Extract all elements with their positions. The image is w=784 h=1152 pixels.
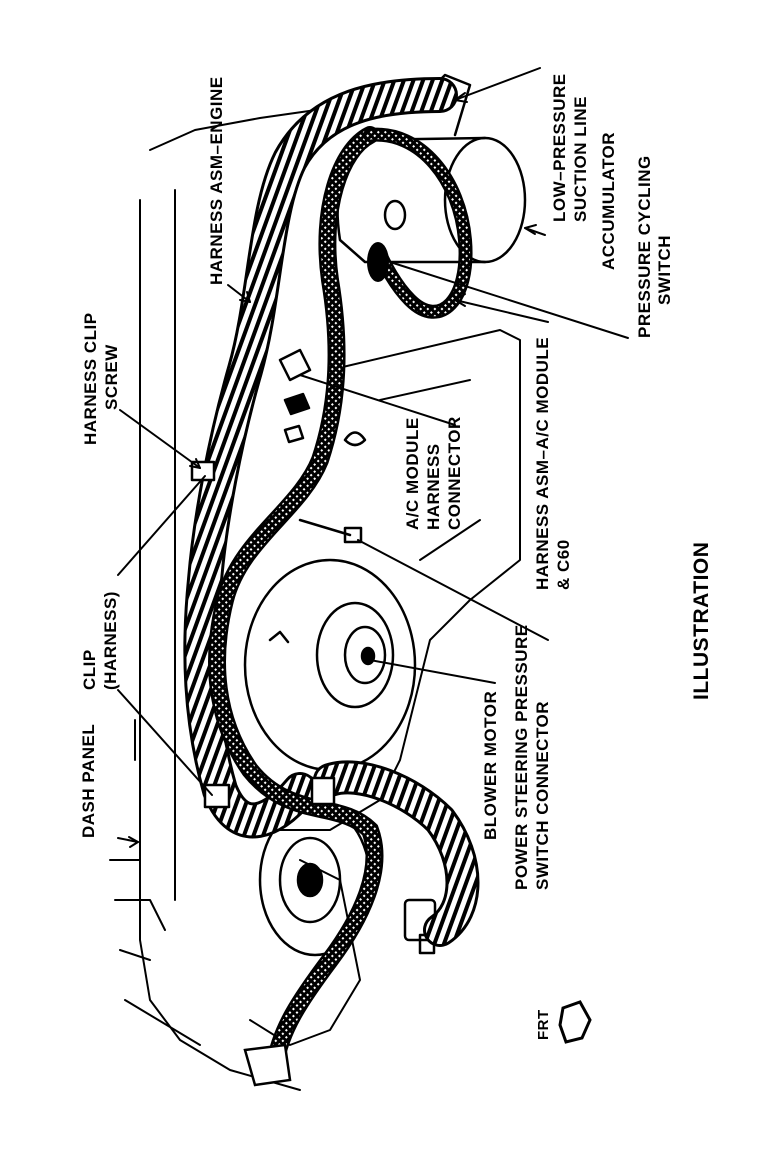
blower-motor-shape — [243, 558, 417, 772]
pressure-cycling-switch-shape — [367, 242, 389, 282]
label-harness-c60: & C60 — [554, 539, 573, 590]
harness-clips — [190, 348, 367, 809]
leader-lines — [117, 67, 629, 848]
label-power-steering: POWER STEERING PRESSURE — [512, 624, 531, 890]
label-harness-clip-screw-2: SCREW — [102, 344, 121, 410]
harness-end-plug — [243, 1043, 292, 1087]
label-ac-module: A/C MODULE — [403, 417, 422, 530]
label-accumulator: ACCUMULATOR — [599, 132, 618, 270]
label-dash-panel: DASH PANEL — [79, 724, 98, 838]
label-harness-asm-engine: HARNESS ASM–ENGINE — [207, 76, 226, 285]
engine-compartment-drawing — [109, 67, 629, 1091]
label-ac-module-harness: HARNESS — [424, 443, 443, 530]
label-harness-asm-ac-module: HARNESS ASM–A/C MODULE — [533, 337, 552, 590]
label-pressure-cycling-switch: SWITCH — [655, 235, 674, 305]
callout-labels: DASH PANEL CLIP (HARNESS) HARNESS CLIP S… — [79, 73, 713, 1040]
label-pressure-cycling: PRESSURE CYCLING — [635, 155, 654, 338]
label-harness-clip-screw: HARNESS CLIP — [81, 312, 100, 445]
label-blower-motor: BLOWER MOTOR — [481, 691, 500, 840]
label-frt: FRT — [535, 1009, 552, 1040]
label-low-pressure: LOW–PRESSURE — [550, 73, 569, 222]
label-clip: CLIP — [80, 649, 99, 690]
label-suction-line: SUCTION LINE — [571, 96, 590, 222]
label-clip-harness: (HARNESS) — [101, 591, 120, 690]
label-power-steering-connector: SWITCH CONNECTOR — [533, 701, 552, 890]
label-illustration: ILLUSTRATION — [690, 542, 713, 700]
label-ac-module-connector: CONNECTOR — [445, 416, 464, 530]
frt-arrow-icon — [558, 1000, 592, 1044]
